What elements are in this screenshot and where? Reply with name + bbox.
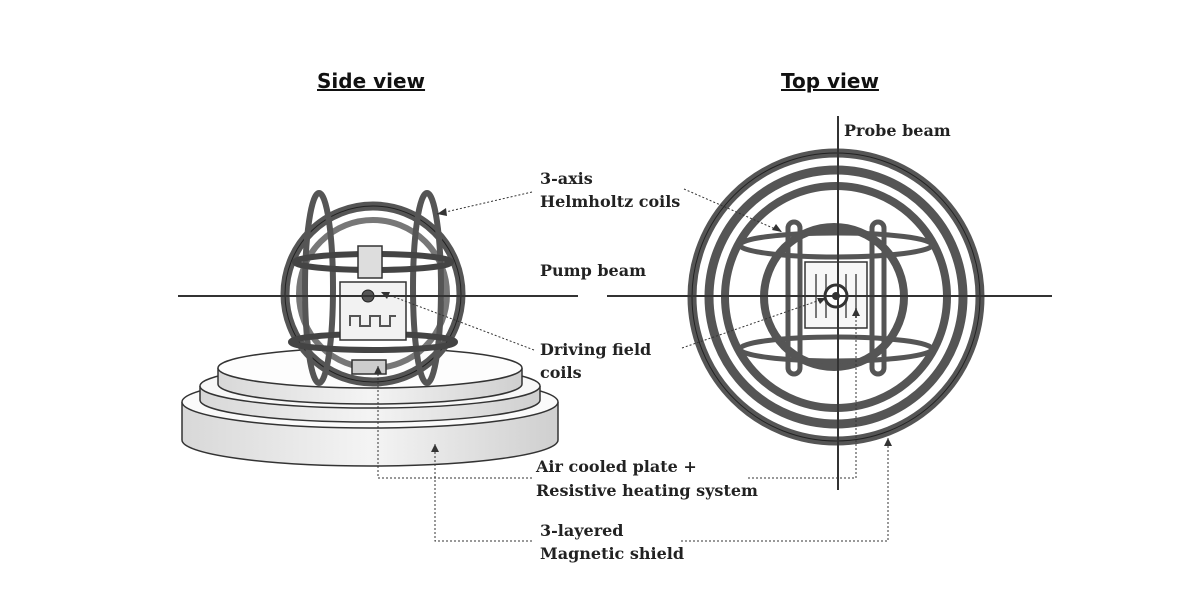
side-view-coils	[280, 190, 466, 387]
top-view-coils	[737, 219, 935, 377]
helmholtz-label-line1: 3-axis	[540, 169, 593, 188]
air-cooled-label-line1: Air cooled plate +	[535, 457, 697, 476]
leader-arrowheads	[374, 208, 892, 452]
leader-lines	[377, 188, 889, 542]
side-view-title: Side view	[317, 69, 425, 93]
helmholtz-label-line2: Helmholtz coils	[540, 192, 680, 211]
driving-field-label-line1: Driving field	[540, 340, 651, 359]
pump-beam-label: Pump beam	[540, 261, 646, 280]
driving-field-label-line2: coils	[540, 363, 582, 382]
shield-label-line1: 3-layered	[540, 521, 624, 540]
top-view-title: Top view	[781, 69, 879, 93]
probe-beam-label: Probe beam	[844, 121, 951, 140]
shield-label-line2: Magnetic shield	[540, 544, 684, 563]
air-cooled-label-line2: Resistive heating system	[536, 481, 758, 500]
